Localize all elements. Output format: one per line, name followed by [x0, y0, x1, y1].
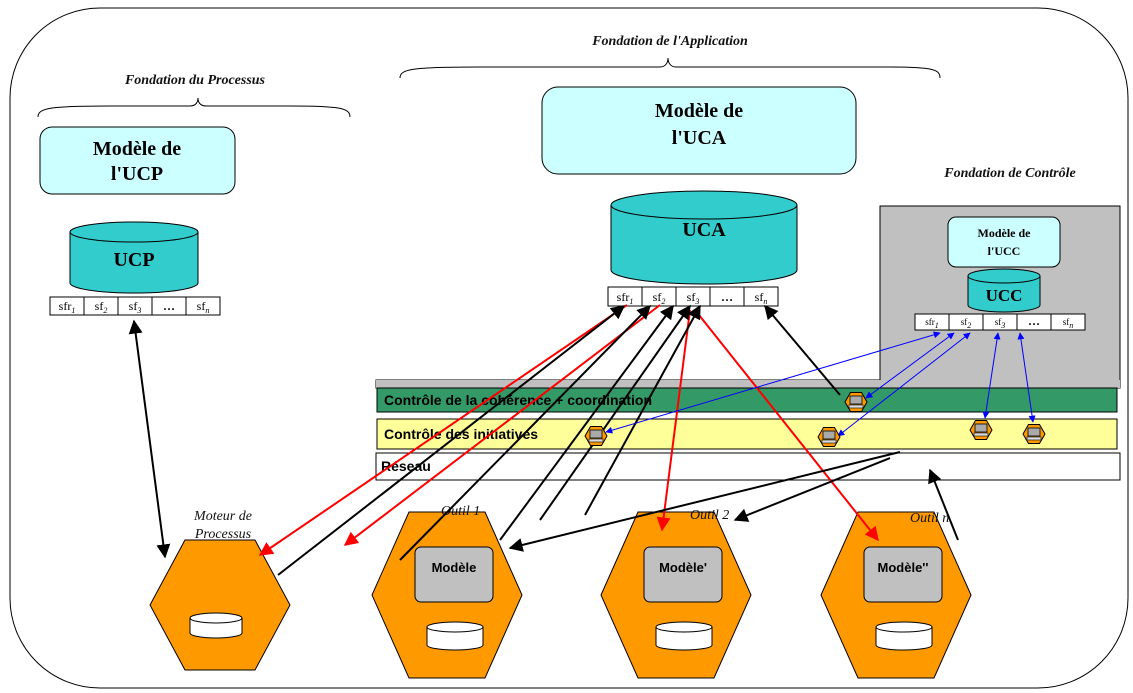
initiatives-band-label: Contrôle des initiatives [384, 426, 538, 442]
tool-model-label: Modèle'' [878, 560, 929, 575]
tool-database-icon [875, 627, 933, 651]
reseau-band [375, 452, 1121, 481]
model-ucp-title-1: Modèle de [93, 138, 181, 160]
tool-label: Outil 2 [690, 508, 729, 523]
arrow-blue [1017, 332, 1036, 423]
arrow-black [928, 468, 959, 541]
tool-model-label: Modèle' [659, 560, 707, 575]
arrow-blue [982, 332, 1001, 419]
ucc-sf-label: sfn [1063, 317, 1074, 330]
agent-screen-icon [974, 423, 988, 433]
model-ucc-box [947, 216, 1061, 268]
agents-group [584, 392, 1046, 447]
ucp-sf-label: … [163, 299, 175, 313]
tool-database-icon [426, 627, 484, 651]
database-ucp [69, 221, 199, 294]
model-ucp-box [39, 126, 236, 195]
arrow-blue [837, 332, 971, 437]
arrow-black [508, 451, 901, 552]
agent-screen-icon [589, 429, 603, 439]
uca-sf-cell [743, 286, 779, 307]
tool-database-icon [655, 627, 713, 651]
control-area-strip [376, 380, 1120, 388]
agent-keyboard-icon [821, 439, 837, 444]
database-ucc [967, 268, 1041, 313]
ucc-sf-label: … [1028, 314, 1040, 328]
tool-model-box [863, 546, 943, 603]
uca-sf-label: sfr1 [617, 290, 634, 306]
model-ucp-title-2: l'UCP [111, 163, 163, 185]
engine-database-icon [189, 612, 243, 639]
database-ucp-label: UCP [113, 249, 154, 271]
model-ucc-title-1: Modèle de [978, 226, 1032, 240]
agent-screen-icon [822, 430, 836, 440]
foundation-process-label: Fondation du Processus [124, 73, 266, 88]
tool-model-label: Modèle [432, 560, 477, 575]
agent-screen-icon [849, 395, 863, 405]
ucc-sf-label: sf2 [961, 317, 972, 330]
model-ucc-title-2: l'UCC [988, 244, 1021, 258]
ucp-sf-cell [185, 296, 221, 316]
arrows-group [128, 304, 1036, 576]
brace-application [399, 57, 941, 79]
reseau-band-label: Réseau [381, 458, 431, 474]
tool-label: Outil n [910, 511, 949, 526]
ucc-sf-label: sfr1 [925, 317, 939, 330]
arrow-black [128, 319, 171, 559]
agent-screen-icon [1027, 427, 1041, 437]
model-uca-title-1: Modèle de [655, 100, 743, 122]
tool-model-box [643, 546, 723, 603]
engine-label-1: Moteur de [193, 509, 252, 524]
ucc-sf-label: sf3 [995, 317, 1006, 330]
arrow-black [277, 305, 626, 576]
engine-hexagon [149, 539, 291, 671]
tool-database-top [655, 621, 713, 633]
agent-keyboard-icon [973, 432, 989, 437]
tool-database-top [426, 621, 484, 633]
brace-process [37, 97, 351, 118]
sf-row-ucc: sfr1 sf2 sf3 … sfn [914, 313, 1086, 331]
foundation-application-label: Fondation de l'Application [591, 34, 748, 49]
ucc-sf-cell [1050, 313, 1086, 331]
model-uca-title-2: l'UCA [672, 127, 727, 149]
database-uca [610, 190, 798, 285]
foundation-control-label: Fondation de Contrôle [943, 166, 1075, 181]
agent-keyboard-icon [588, 438, 604, 443]
arrow-red [258, 304, 628, 556]
arrow-black [733, 457, 891, 522]
agent-keyboard-icon [848, 404, 864, 409]
database-ucc-label: UCC [986, 286, 1023, 305]
ucp-sf-label: sfr1 [59, 299, 76, 315]
model-uca-box [541, 86, 857, 175]
tool-model-box [414, 546, 494, 603]
database-uca-label: UCA [682, 219, 726, 241]
uca-sf-label: … [721, 290, 733, 304]
engine-label-2: Processus [194, 527, 252, 542]
tool-database-top [875, 621, 933, 633]
coherence-band-label: Contrôle de la cohérence + coordination [384, 392, 652, 408]
agent-keyboard-icon [1026, 436, 1042, 441]
